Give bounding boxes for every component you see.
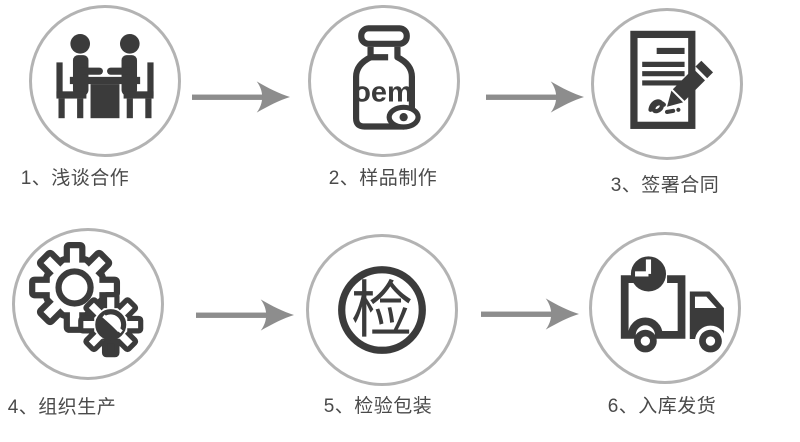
inspection-stamp-icon: 检 <box>338 266 426 354</box>
step-3-label: 3、签署合同 <box>610 175 720 196</box>
step-4-circle <box>12 228 164 380</box>
oem-bottle-text: oem <box>353 77 412 109</box>
step-3-circle <box>591 8 743 160</box>
contract-signing-icon <box>630 30 714 129</box>
step-6-label: 6、入库发货 <box>607 396 717 417</box>
step-5-label: 5、检验包装 <box>323 396 433 417</box>
gears-icon <box>29 242 144 358</box>
step-4-label: 4、组织生产 <box>7 397 117 418</box>
delivery-truck-icon <box>620 256 726 357</box>
step-6-circle <box>589 232 741 384</box>
flow-arrow-icon <box>486 79 584 115</box>
step-1-label: 1、浅谈合作 <box>20 168 130 189</box>
step-1-circle <box>29 5 181 157</box>
step-2-circle: oem <box>308 5 460 157</box>
flow-arrow-icon <box>196 297 294 333</box>
inspection-glyph: 检 <box>351 278 413 346</box>
oem-bottle-icon: oem <box>353 25 421 130</box>
flow-arrow-icon <box>192 79 290 115</box>
step-2-label: 2、样品制作 <box>328 168 438 189</box>
meeting-icon <box>56 33 154 119</box>
step-5-circle: 检 <box>306 234 458 386</box>
flow-arrow-icon <box>481 296 579 332</box>
